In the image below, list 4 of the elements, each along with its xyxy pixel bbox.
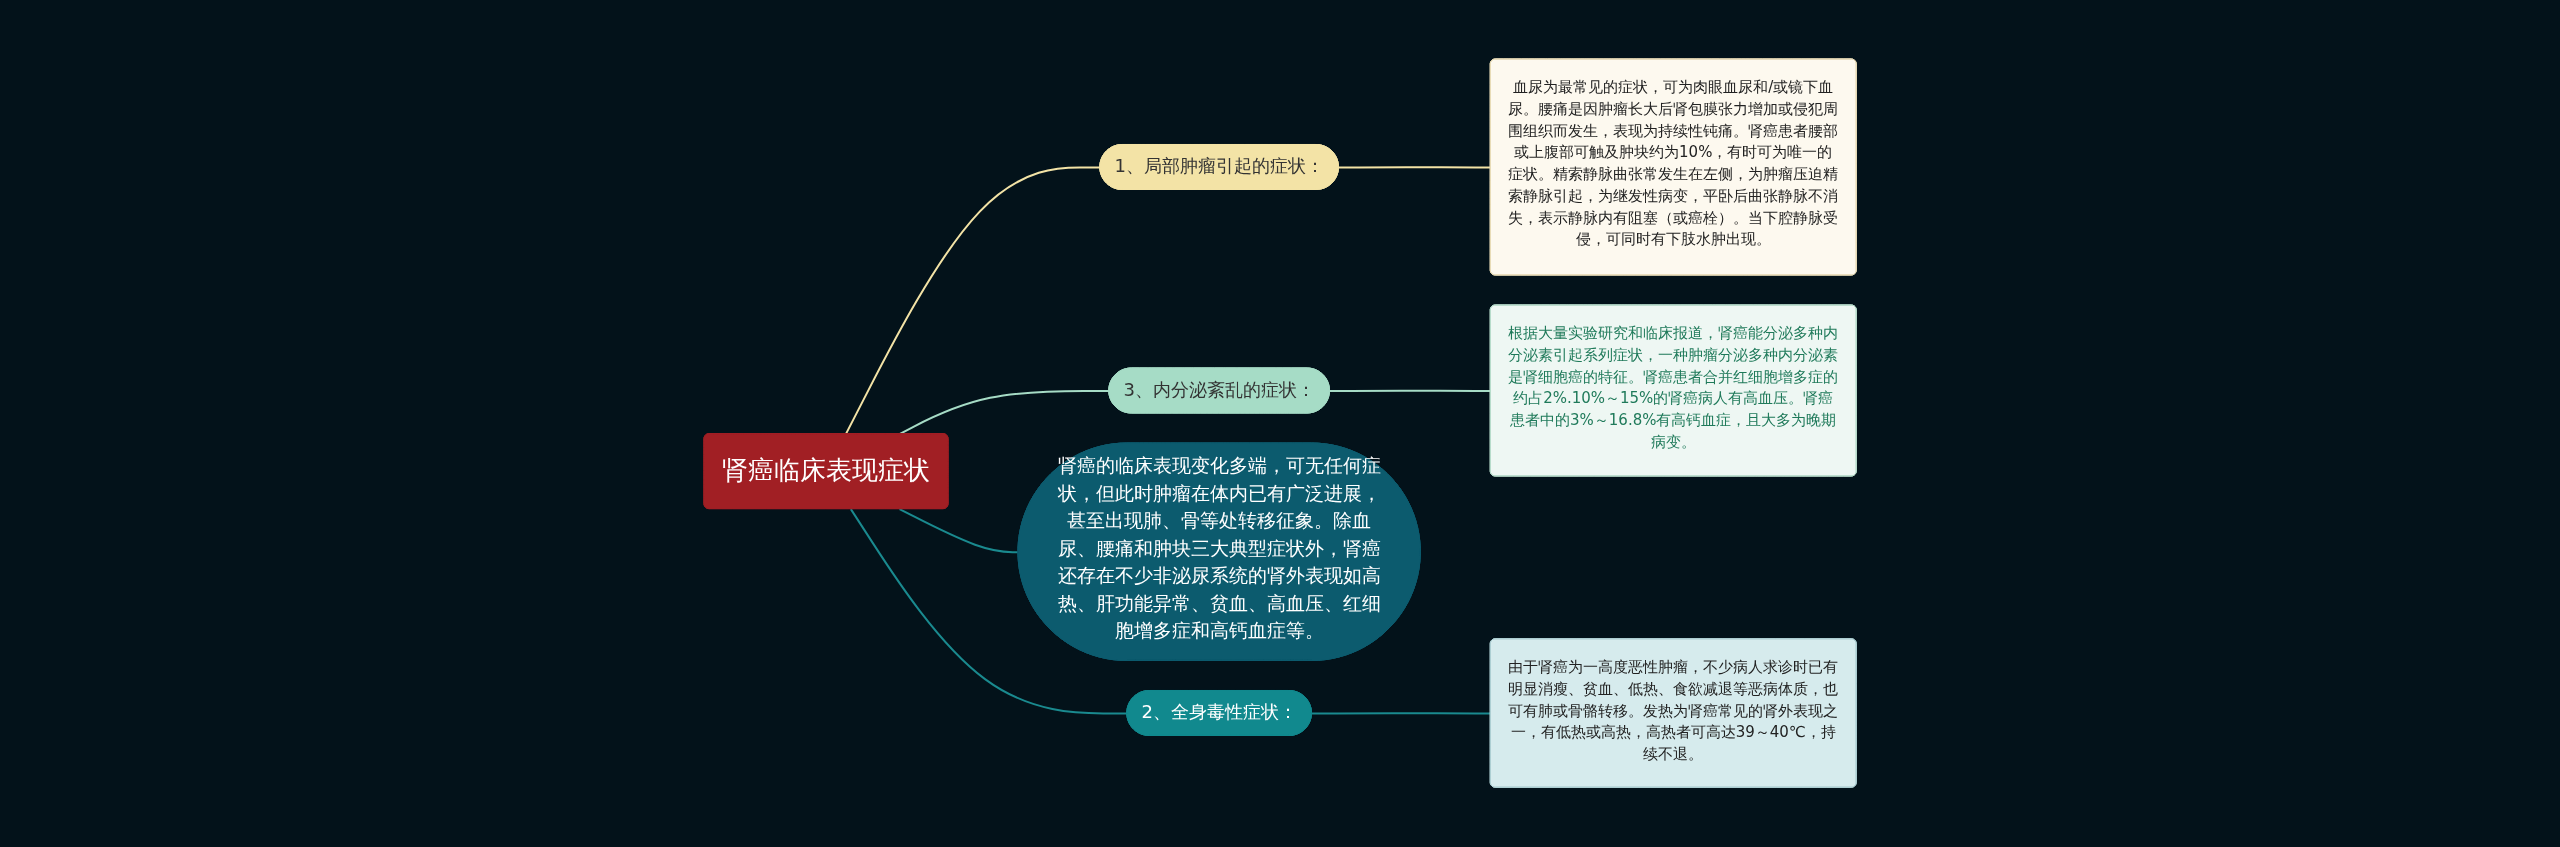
connector — [1337, 166, 1492, 169]
connector — [1328, 390, 1492, 393]
connector — [1310, 712, 1492, 715]
connector — [898, 508, 1020, 554]
